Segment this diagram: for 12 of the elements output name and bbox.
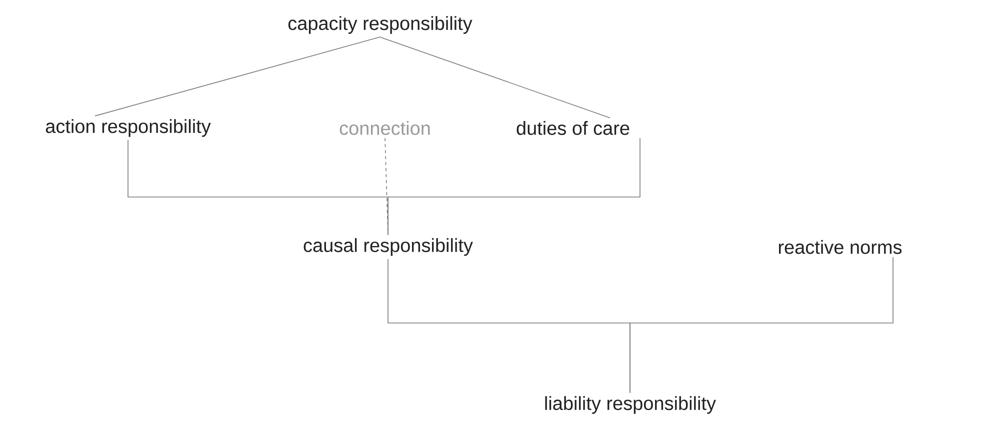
node-label: action responsibility (46, 119, 211, 137)
connector-line (380, 36, 610, 118)
connector-line (94, 36, 380, 116)
connector-line (630, 256, 894, 394)
node-label: connection (340, 121, 430, 135)
node-label: causal responsibility (304, 238, 473, 256)
node-label: reactive norms (778, 240, 902, 254)
connector-line (384, 138, 388, 236)
node-label: duties of care (516, 121, 630, 135)
node-label: capacity responsibility (288, 16, 472, 34)
node-label: liability responsibility (545, 396, 716, 414)
connector-line (388, 138, 640, 236)
